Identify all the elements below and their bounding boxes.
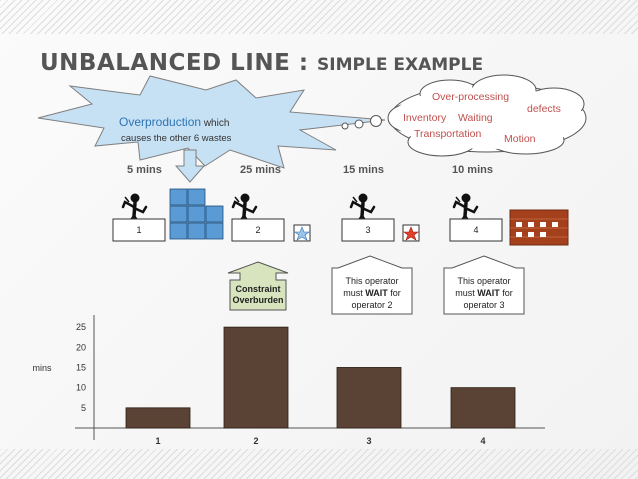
station-2-box <box>231 218 285 242</box>
station-2-label: 2 <box>255 225 260 235</box>
station-3-time: 15 mins <box>343 164 384 176</box>
op4-line2: must WAIT for <box>455 288 513 298</box>
station-4-box <box>449 218 503 242</box>
inventory-cell <box>205 205 224 223</box>
bottom-hatch-band <box>0 449 638 479</box>
star-red-icon <box>402 224 420 242</box>
operator-4-wait-callout <box>443 255 525 315</box>
waste-motion: Motion <box>504 133 536 145</box>
waste-transportation: Transportation <box>414 128 481 140</box>
waste-defects: defects <box>527 103 561 115</box>
op3-wait: WAIT <box>365 288 388 298</box>
starburst-line2: causes the other 6 wastes <box>121 133 232 144</box>
starburst-tail: which <box>201 118 229 129</box>
overproduction-starburst <box>37 75 386 169</box>
waste-inventory: Inventory <box>403 112 447 124</box>
op3-line2c: for <box>388 288 401 298</box>
station-3-box <box>341 218 395 242</box>
chart-y-tick: 10 <box>76 383 86 393</box>
slide-title: UNBALANCED LINE : SIMPLE EXAMPLE <box>40 50 483 76</box>
chart-y-tick: 15 <box>76 362 86 372</box>
inventory-cell <box>205 222 224 240</box>
op3-line2: must WAIT for <box>343 288 401 298</box>
chart-x-tick: 3 <box>366 436 371 446</box>
op3-line3: operator 2 <box>351 300 392 310</box>
constraint-callout <box>227 261 289 311</box>
chart-bar-1 <box>125 407 191 429</box>
chart-bar-2 <box>223 326 289 429</box>
inventory-cell <box>187 222 206 240</box>
op4-line2a: must <box>455 288 477 298</box>
inventory-cell <box>169 205 188 223</box>
chart-y-label: mins <box>32 363 52 373</box>
title-sub: SIMPLE EXAMPLE <box>317 55 484 75</box>
chart-y-tick: 5 <box>81 403 86 413</box>
star-blue-icon <box>293 224 311 242</box>
op3-line2a: must <box>343 288 365 298</box>
inventory-cell <box>187 188 206 206</box>
op4-line2c: for <box>500 288 513 298</box>
op3-line1: This operator <box>345 276 398 286</box>
inventory-cell <box>187 205 206 223</box>
station-2-time: 25 mins <box>240 164 281 176</box>
chart-x-tick: 1 <box>155 436 160 446</box>
waste-thought-cloud <box>341 74 587 157</box>
station-4-label: 4 <box>473 225 478 235</box>
inventory-cell <box>169 188 188 206</box>
starburst-line1: Overproduction which <box>119 115 229 129</box>
station-1-label: 1 <box>136 225 141 235</box>
brick-building-icon <box>509 209 569 246</box>
constraint-line2: Overburden <box>232 295 283 305</box>
chart-y-tick: 20 <box>76 342 86 352</box>
operator-3-wait-callout <box>331 255 413 315</box>
op4-line3: operator 3 <box>463 300 504 310</box>
title-main: UNBALANCED LINE : <box>40 50 318 76</box>
chart-bar-4 <box>450 387 516 429</box>
op4-wait: WAIT <box>477 288 500 298</box>
cycle-time-bar-chart: mins 5 10 15 20 25 1 2 3 4 <box>32 315 545 446</box>
starburst-lead: Overproduction <box>119 115 201 129</box>
constraint-line1: Constraint <box>236 284 281 294</box>
station-3-label: 3 <box>365 225 370 235</box>
waste-overprocessing: Over-processing <box>432 91 509 103</box>
waste-waiting: Waiting <box>458 112 493 124</box>
chart-x-tick: 4 <box>480 436 485 446</box>
chart-x-tick: 2 <box>253 436 258 446</box>
chart-bar-3 <box>336 367 402 429</box>
chart-y-tick: 25 <box>76 322 86 332</box>
inventory-cell <box>169 222 188 240</box>
top-hatch-band <box>0 0 638 34</box>
station-1-box <box>112 218 166 242</box>
op4-line1: This operator <box>457 276 510 286</box>
station-1-time: 5 mins <box>127 164 162 176</box>
down-arrow <box>174 149 206 183</box>
station-4-time: 10 mins <box>452 164 493 176</box>
inventory-grid <box>169 188 224 240</box>
